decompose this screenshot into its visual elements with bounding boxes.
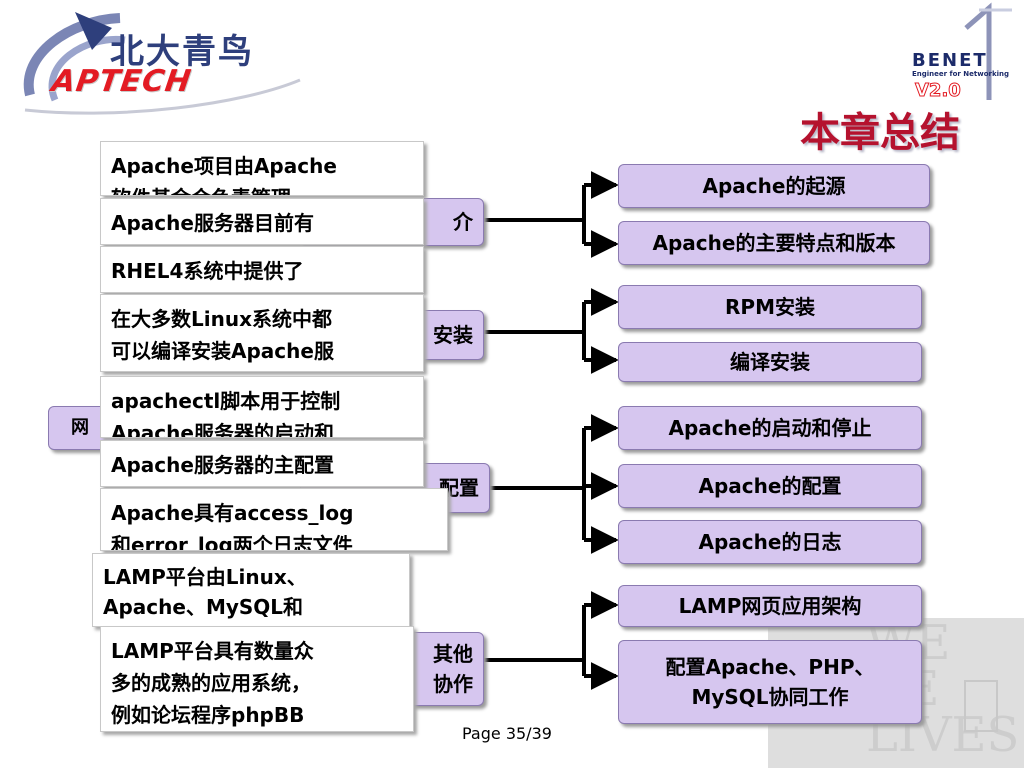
callout-text: Apache服务器的主配置 文件是httpd.conf [111, 453, 334, 486]
callout-text: Apache服务器目前有 1.3和2.0两个主要版本 [111, 211, 322, 244]
callout-card: LAMP平台由Linux、 Apache、MySQL和 [92, 553, 410, 627]
callout-card: Apache服务器的主配置 文件是httpd.conf [100, 440, 424, 487]
callout-card: 在大多数Linux系统中都 可以编译安装Apache服 务器 [100, 294, 424, 372]
callout-card: RHEL4系统中提供了 Apache服务器的RPM [100, 246, 424, 293]
node-apache-features-versions: Apache的主要特点和版本 [618, 221, 930, 265]
watermark-stamp [964, 680, 998, 732]
callout-text: RHEL4系统中提供了 Apache服务器的RPM [111, 259, 324, 292]
node-lamp-architecture: LAMP网页应用架构 [618, 585, 922, 627]
benet-logo-text: BENET [912, 50, 988, 71]
node-configure-lamp-together: 配置Apache、PHP、 MySQL协同工作 [618, 640, 922, 724]
callout-text: LAMP平台由Linux、 Apache、MySQL和 [103, 565, 307, 619]
node-rpm-install: RPM安装 [618, 285, 922, 329]
benet-subtitle: Engineer for Networking [912, 70, 1010, 78]
callout-card: apachectl脚本用于控制 Apache服务器的启动和 [100, 376, 424, 438]
callout-text: apachectl脚本用于控制 Apache服务器的启动和 [111, 389, 341, 438]
callout-text: Apache项目由Apache 软件基金会负责管理 [111, 154, 337, 195]
node-apache-config: Apache的配置 [618, 464, 922, 508]
callout-text: Apache具有access_log 和error_log两个日志文件 [111, 501, 354, 551]
callout-card: LAMP平台具有数量众 多的成熟的应用系统， 例如论坛程序phpBB [100, 626, 414, 732]
node-apache-origin: Apache的起源 [618, 164, 930, 208]
node-compile-install: 编译安装 [618, 342, 922, 382]
callout-text: LAMP平台具有数量众 多的成熟的应用系统， 例如论坛程序phpBB [111, 639, 314, 727]
callout-card: Apache服务器目前有 1.3和2.0两个主要版本 [100, 198, 424, 245]
logo-chinese-text: 北大青鸟 [110, 32, 254, 72]
node-apache-start-stop: Apache的启动和停止 [618, 406, 922, 450]
benet-number-one-decoration [964, 2, 1012, 100]
callout-card: Apache项目由Apache 软件基金会负责管理 [100, 141, 424, 196]
node-apache-logs: Apache的日志 [618, 520, 922, 564]
page-number: Page 35/39 [462, 724, 552, 743]
callout-card: Apache具有access_log 和error_log两个日志文件 [100, 488, 448, 551]
callout-text: 在大多数Linux系统中都 可以编译安装Apache服 务器 [111, 307, 334, 363]
benet-version: V2.0 [915, 80, 962, 102]
aptech-swoosh-logo [23, 12, 301, 115]
slide-title: 本章总结 [800, 109, 960, 156]
